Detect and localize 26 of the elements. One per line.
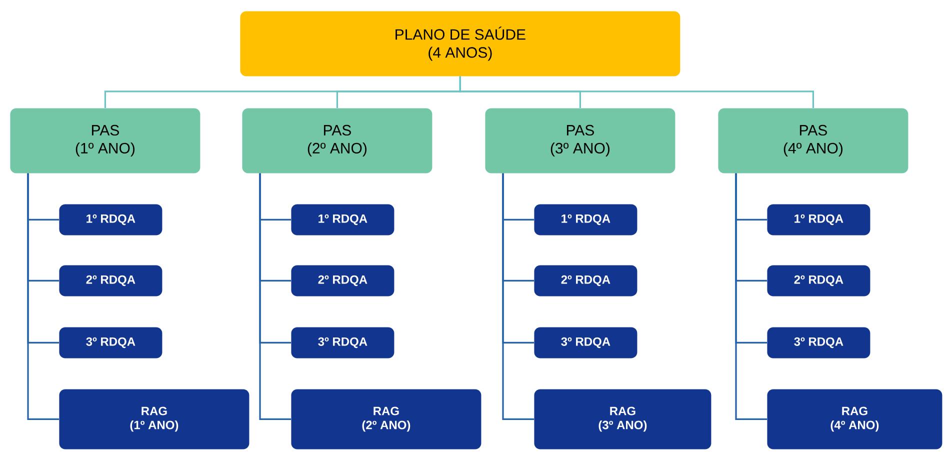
report-box: 3º RDQA	[767, 327, 870, 358]
report-box: RAG (3º ANO)	[534, 389, 712, 450]
plan-box: PAS (3º ANO)	[485, 108, 676, 174]
report-box: RAG (4º ANO)	[767, 389, 942, 450]
report-box: 1º RDQA	[767, 204, 870, 236]
connector-line	[502, 173, 534, 420]
report-box: 3º RDQA	[534, 327, 638, 358]
plan-box: PAS (4º ANO)	[718, 108, 908, 174]
report-box: 1º RDQA	[534, 204, 638, 236]
connector-line	[259, 173, 291, 420]
report-box: 2º RDQA	[59, 265, 162, 296]
report-box: 1º RDQA	[291, 204, 394, 236]
connector-line	[735, 173, 767, 420]
report-box: 1º RDQA	[59, 204, 162, 236]
report-box: RAG (2º ANO)	[291, 389, 482, 450]
plan-box: PAS (2º ANO)	[242, 108, 432, 174]
report-box: 2º RDQA	[767, 265, 870, 296]
plan-box: PAS (1º ANO)	[10, 108, 200, 174]
report-box: 3º RDQA	[291, 327, 394, 358]
connector-line	[459, 76, 814, 108]
title-box: PLANO DE SAÚDE (4 ANOS)	[240, 11, 680, 76]
report-box: RAG (1º ANO)	[59, 389, 250, 450]
report-box: 2º RDQA	[291, 265, 394, 296]
report-box: 2º RDQA	[534, 265, 638, 296]
connector-line	[27, 173, 60, 420]
report-box: 3º RDQA	[59, 327, 162, 358]
